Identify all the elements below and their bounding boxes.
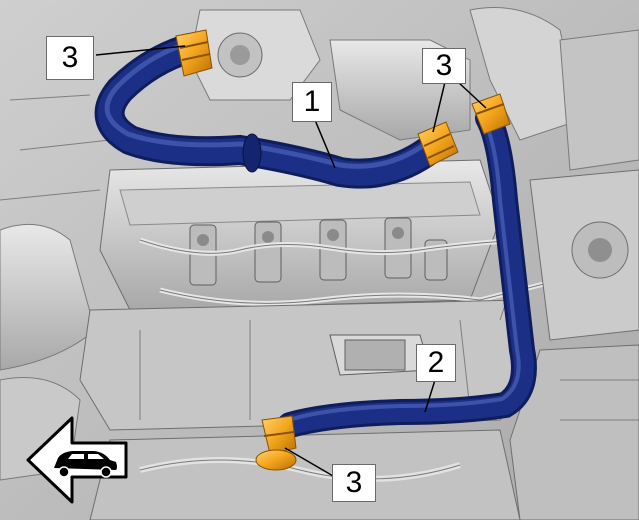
callout-3-top-left: 3 [46,36,94,80]
connector-middle-upper [417,121,459,167]
vehicle-front-direction-arrow-icon [26,416,128,504]
hose-1-upper [94,33,447,189]
hose-2-lower [277,105,537,438]
callout-1: 1 [292,82,332,122]
callout-3-top-right: 3 [422,48,466,84]
connector-bottom [255,415,297,471]
callout-2: 2 [416,344,456,382]
callout-3-bottom: 3 [332,464,376,502]
connector-top-left [175,29,213,77]
leader-lines [95,45,487,481]
